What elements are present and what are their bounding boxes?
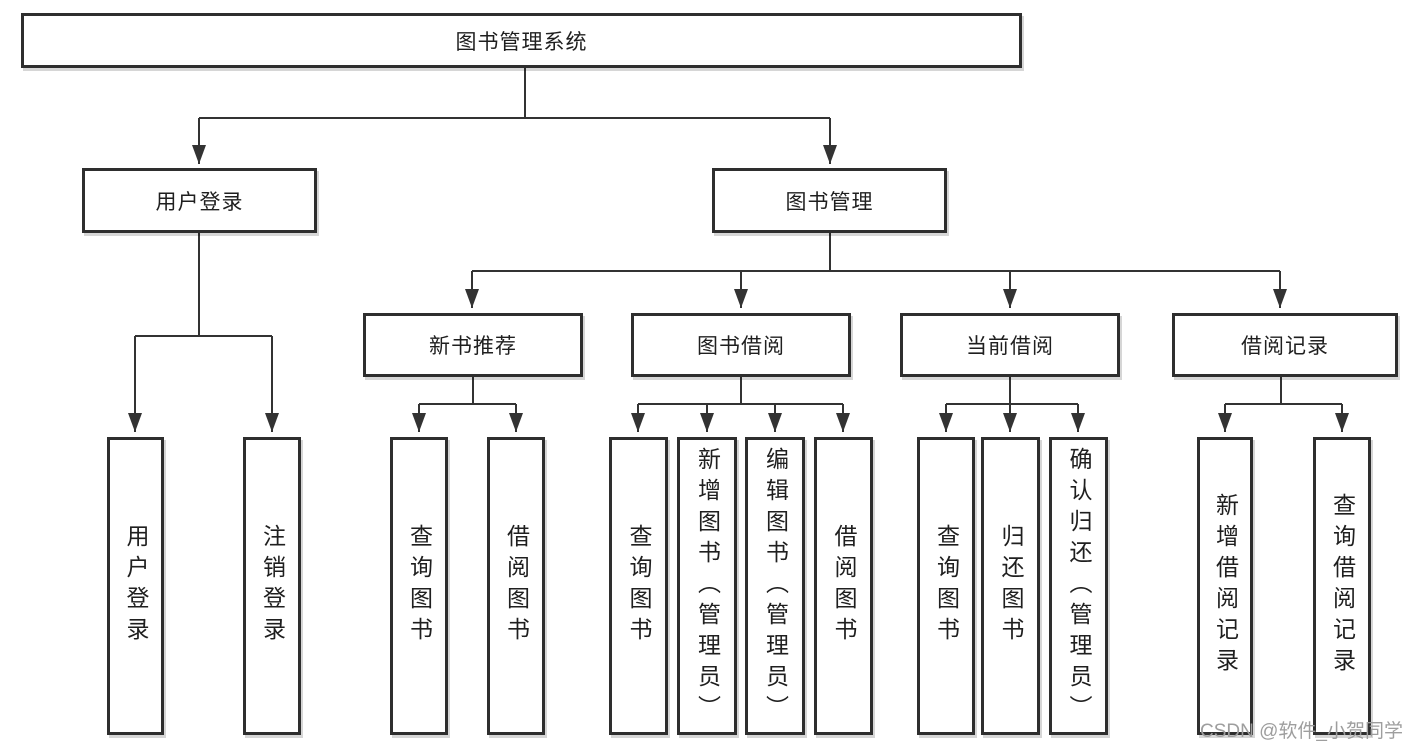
leaf-edit-book-admin: 编辑图书（管理员） [745,437,805,735]
node-current-borrow: 当前借阅 [900,313,1120,377]
node-book-management: 图书管理 [712,168,947,233]
node-label: 编辑图书（管理员） [762,446,789,726]
node-label: 归还图书 [998,524,1024,648]
leaf-add-book-admin: 新增图书（管理员） [677,437,737,735]
node-label: 新书推荐 [429,335,517,358]
node-label: 借阅图书 [831,524,857,648]
node-label: 当前借阅 [966,335,1054,358]
node-new-book-recommend: 新书推荐 [363,313,583,377]
leaf-user-login: 用户登录 [107,437,164,735]
leaf-borrow-books: 借阅图书 [814,437,873,735]
leaf-logout: 注销登录 [243,437,301,735]
node-label: 图书借阅 [697,335,785,358]
node-label: 查询图书 [406,524,433,648]
node-label: 图书管理系统 [455,30,588,54]
node-library-management-system: 图书管理系统 [21,13,1022,68]
node-label: 注销登录 [259,524,286,648]
node-borrow-records: 借阅记录 [1172,313,1398,377]
node-label: 图书管理 [785,190,874,214]
node-label: 借阅图书 [503,524,530,648]
node-label: 新增借阅记录 [1212,493,1239,679]
node-user-login: 用户登录 [82,168,317,233]
node-book-borrow: 图书借阅 [631,313,851,377]
node-label: 查询图书 [626,524,652,648]
leaf-add-borrow-record: 新增借阅记录 [1197,437,1253,735]
leaf-query-books-current: 查询图书 [917,437,975,735]
node-label: 查询借阅记录 [1329,493,1356,679]
leaf-query-borrow-record: 查询借阅记录 [1313,437,1371,735]
node-label: 确认归还（管理员） [1066,446,1092,726]
leaf-query-books-borrow: 查询图书 [609,437,668,735]
node-label: 新增图书（管理员） [694,446,721,726]
node-label: 用户登录 [123,524,149,648]
csdn-watermark: CSDN @软件_小贺同学 [1200,721,1403,742]
node-label: 查询图书 [933,524,960,648]
node-label: 借阅记录 [1241,335,1329,358]
leaf-return-book: 归还图书 [981,437,1040,735]
node-label: 用户登录 [155,190,244,214]
leaf-query-books-recommend: 查询图书 [390,437,448,735]
leaf-confirm-return-admin: 确认归还（管理员） [1049,437,1108,735]
leaf-borrow-books-recommend: 借阅图书 [487,437,545,735]
